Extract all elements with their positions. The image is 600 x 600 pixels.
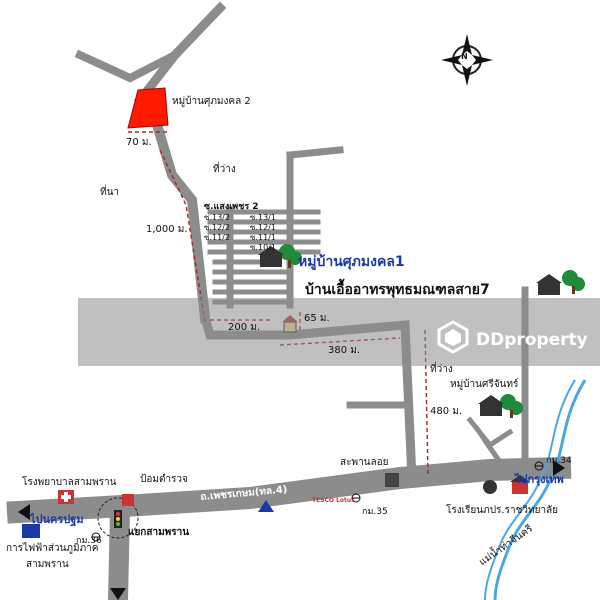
shell-icon bbox=[258, 500, 274, 512]
road-soi-east-top bbox=[286, 146, 344, 159]
road-label-to-nakhon-pathom: ไปนครปฐม bbox=[30, 513, 84, 526]
label-rice-field: ที่นา bbox=[100, 187, 120, 198]
label-police: ป้อมตำรวจ bbox=[140, 474, 188, 485]
label-bridge: สะพานลอย bbox=[340, 457, 389, 468]
bridge-icon bbox=[385, 473, 399, 487]
police-icon bbox=[122, 494, 134, 506]
label-electric-1: การไฟฟ้าส่วนภูมิภาค bbox=[6, 543, 99, 554]
arrows bbox=[18, 460, 565, 600]
distance-1000m: 1,000 ม. bbox=[146, 224, 188, 235]
km-label-36: กม.36 bbox=[76, 536, 102, 546]
watermark-brand: DDproperty bbox=[476, 330, 588, 350]
tree-icons bbox=[279, 244, 585, 418]
label-sri-jan: หมู่บ้านศรีจันทร์ bbox=[450, 379, 519, 390]
soi-label-8: ซ.10/1 bbox=[250, 243, 276, 252]
electric-icon bbox=[22, 524, 40, 538]
distance-70m: 70 ม. bbox=[126, 137, 152, 148]
km-label-34: กม.34 bbox=[546, 456, 572, 466]
sri-jan-roads bbox=[466, 416, 514, 466]
soi-label-5: ซ.12/1 bbox=[250, 223, 276, 232]
soi-lines bbox=[207, 209, 321, 305]
label-hospital: โรงพยาบาลสามพราน bbox=[22, 477, 117, 488]
soi-label-1: ซ.แสงเพชร 2 bbox=[204, 202, 259, 212]
label-village1: หมู่บ้านศุภมงคล1 bbox=[298, 254, 405, 270]
ddproperty-logo-icon bbox=[437, 320, 469, 354]
km-marker-icons bbox=[91, 461, 544, 542]
compass-rose bbox=[441, 34, 493, 86]
school-icon bbox=[483, 475, 530, 494]
road-main-north-south bbox=[151, 121, 211, 324]
hospital-icon bbox=[58, 490, 74, 504]
distance-380m: 380 ม. bbox=[328, 345, 361, 356]
label-vacant-mid: ที่ว่าง bbox=[430, 364, 453, 375]
watermark-banner bbox=[78, 298, 600, 366]
compass-north-label: N bbox=[461, 52, 468, 61]
intersection-ring bbox=[97, 497, 139, 539]
traffic-light-icon bbox=[114, 510, 122, 528]
soi-label-3: ซ.13/1 bbox=[250, 213, 276, 222]
label-vacant-top: ที่ว่าง bbox=[213, 164, 236, 175]
distance-200m: 200 ม. bbox=[228, 322, 261, 333]
road-top-north bbox=[133, 1, 227, 107]
road-label-to-bangkok: ไปกรุงเทพ bbox=[515, 473, 564, 486]
label-school: โรงเรียนภปร.ราชวิทยาลัย bbox=[446, 505, 559, 516]
village2-plot bbox=[127, 87, 169, 129]
label-village2: หมู่บ้านศุภมงคล 2 bbox=[172, 96, 251, 107]
river bbox=[493, 379, 587, 600]
soi-label-6: ซ.11/2 bbox=[204, 233, 230, 242]
road-top-west bbox=[74, 49, 181, 83]
label-intersection: แยกสามพราน bbox=[128, 527, 190, 538]
distance-480m: 480 ม. bbox=[430, 406, 463, 417]
soi-label-4: ซ.12/2 bbox=[204, 223, 230, 232]
soi-label-2: ซ.13/2 bbox=[204, 213, 230, 222]
label-electric-2: สามพราน bbox=[26, 559, 69, 570]
distance-65m: 65 ม. bbox=[304, 313, 330, 324]
tesco-label: TESCO Lotus bbox=[312, 497, 355, 504]
km-label-35: กม.35 bbox=[362, 507, 388, 517]
label-baan-ua: บ้านเอื้ออาทรพุทธมณฑลสาย7 bbox=[305, 282, 490, 298]
soi-label-7: ซ.11/1 bbox=[250, 233, 276, 242]
